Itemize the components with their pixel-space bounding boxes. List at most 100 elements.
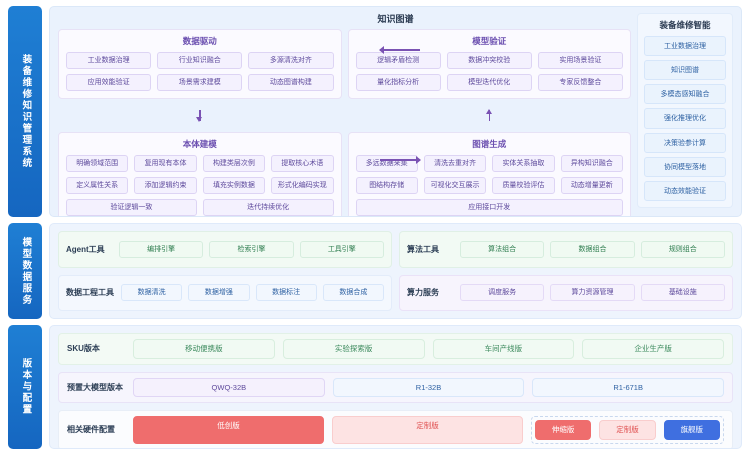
row-label: 预置大模型版本 <box>67 382 123 392</box>
group-label: Agent工具 <box>66 244 105 254</box>
chip[interactable]: 实用场景验证 <box>537 52 624 69</box>
panel-data-driven: 数据驱动 工业数据治理 行业知识融合 多源清洗对齐 应用效能验证 场景需求建模 <box>58 29 342 99</box>
list-item[interactable]: 动态效能验证 <box>644 180 726 201</box>
chip[interactable]: 专家反馈整合 <box>537 74 624 91</box>
band-tab-model-data-services[interactable]: 模型数据服务 <box>8 223 42 319</box>
list-item[interactable]: 知识图谱 <box>644 60 726 81</box>
service-item[interactable]: 数据增强 <box>188 284 250 302</box>
group-algorithm-tools: 算法工具 算法组合 数据组合 规则组合 <box>399 231 733 268</box>
panel-model-validation: 模型验证 逻辑矛盾检测 数据冲突校验 实用场景验证 量化指标分析 模型迭代优化 <box>347 29 631 99</box>
services-row-bottom: 数据工程工具 数据清洗 数据增强 数据标注 数据合成 算力服务 调度服务 算力资… <box>58 274 733 311</box>
service-item[interactable]: 调度服务 <box>460 284 545 302</box>
version-config-body: SKU版本 移动便携版 实验探索版 车间产线版 企业生产版 预置大模型版本 QW… <box>49 325 742 449</box>
chip[interactable]: 迭代持续优化 <box>202 199 334 216</box>
chip[interactable]: 可视化交互展示 <box>423 177 487 194</box>
panel-equipment-intelligence: 装备维修智能 工业数据治理 知识图谱 多模态感知融合 强化推理优化 决策验参计算… <box>637 13 733 208</box>
hardware-option[interactable]: 定制版 <box>332 416 523 444</box>
service-item[interactable]: 数据合成 <box>322 284 384 302</box>
service-item[interactable]: 数据清洗 <box>121 284 183 302</box>
chip[interactable]: 质量校验评估 <box>492 177 555 194</box>
group-data-engineering-tools: 数据工程工具 数据清洗 数据增强 数据标注 数据合成 <box>58 274 392 311</box>
chip[interactable]: 添加逻辑约束 <box>134 177 197 194</box>
arrow-up-right <box>348 109 632 121</box>
panel-graph-generation: 图谱生成 多远数据采集 清洗去重对齐 实体关系抽取 异构知识融合 图结构存储 <box>347 132 631 216</box>
service-item[interactable]: 数据标注 <box>255 284 317 302</box>
list-item[interactable]: 协同模型落地 <box>644 156 726 177</box>
panel-title-model-validation: 模型验证 <box>472 36 507 46</box>
chip[interactable]: 逻辑矛盾检测 <box>355 52 441 69</box>
chip[interactable]: 模型迭代优化 <box>446 74 532 91</box>
chip[interactable]: 多远数据采集 <box>355 155 418 172</box>
service-item[interactable]: 算力资源管理 <box>550 284 635 302</box>
group-compute-services: 算力服务 调度服务 算力资源管理 基础设施 <box>399 274 733 311</box>
hardware-option[interactable]: 定制版 <box>599 420 656 440</box>
hardware-option[interactable]: 低创版 <box>133 416 324 444</box>
chip[interactable]: 应用效能验证 <box>66 74 152 91</box>
chip[interactable]: 构建类层次例 <box>202 155 266 172</box>
service-item[interactable]: 数据组合 <box>550 240 635 258</box>
chip[interactable]: 场景需求建模 <box>157 74 243 91</box>
list-item[interactable]: 工业数据治理 <box>644 36 726 57</box>
arrow-left-top <box>379 46 420 53</box>
chip[interactable]: 实体关系抽取 <box>492 155 555 172</box>
chip[interactable]: 行业知识融合 <box>157 52 243 69</box>
model-data-services-body: Agent工具 编排引擎 检索引擎 工具引擎 算法工具 算法组合 数据组合 规则… <box>49 223 742 319</box>
chip[interactable]: 提取核心术语 <box>271 155 334 172</box>
panel-ontology: 本体建模 明确领域范围 复用现有本体 构建类层次例 提取核心术语 定义属性关系 <box>58 132 342 216</box>
service-item[interactable]: 基础设施 <box>640 284 725 302</box>
service-item[interactable]: 规则组合 <box>640 240 725 258</box>
panel-title-equipment-intelligence: 装备维修智能 <box>659 20 711 30</box>
band-tab-version-config[interactable]: 版本与配置 <box>8 325 42 449</box>
group-label: 算法工具 <box>407 244 439 254</box>
sku-option[interactable]: 企业生产版 <box>582 339 724 359</box>
band-knowledge-graph: 装备维修知识管理系统 知识图谱 数据驱动 工业数据治理 行业知识融合 <box>8 6 742 217</box>
sku-option[interactable]: 实验探索版 <box>282 339 425 359</box>
service-item[interactable]: 算法组合 <box>460 240 545 258</box>
knowledge-graph-grid: 数据驱动 工业数据治理 行业知识融合 多源清洗对齐 应用效能验证 场景需求建模 <box>58 29 631 216</box>
service-item[interactable]: 工具引擎 <box>299 240 384 258</box>
chip[interactable]: 形式化编码实现 <box>271 177 334 194</box>
chip[interactable]: 量化指标分析 <box>355 74 441 91</box>
arrow-down-left <box>58 110 342 122</box>
model-option[interactable]: R1-32B <box>332 377 525 397</box>
services-row-top: Agent工具 编排引擎 检索引擎 工具引擎 算法工具 算法组合 数据组合 规则… <box>58 231 733 268</box>
service-item[interactable]: 编排引擎 <box>119 240 204 258</box>
chip[interactable]: 图结构存储 <box>355 177 418 194</box>
chip[interactable]: 动态图谱构建 <box>248 74 334 91</box>
knowledge-graph-title: 知识图谱 <box>377 14 414 24</box>
chip[interactable]: 明确领域范围 <box>66 155 129 172</box>
hardware-option[interactable]: 旗舰版 <box>663 420 720 440</box>
chip[interactable]: 清洗去重对齐 <box>423 155 487 172</box>
service-item[interactable]: 检索引擎 <box>209 240 294 258</box>
row-sku-version: SKU版本 移动便携版 实验探索版 车间产线版 企业生产版 <box>58 333 733 365</box>
hardware-option[interactable]: 伸缩版 <box>535 420 592 440</box>
group-agent-tools: Agent工具 编排引擎 检索引擎 工具引擎 <box>58 231 392 268</box>
chip[interactable]: 应用接口开发 <box>355 199 623 216</box>
chip[interactable]: 多源清洗对齐 <box>248 52 334 69</box>
chip[interactable]: 复用现有本体 <box>134 155 197 172</box>
hardware-option-group-highlighted: 伸缩版 定制版 旗舰版 <box>531 416 724 444</box>
model-option[interactable]: QWQ-32B <box>133 377 325 397</box>
chip[interactable]: 动态增量更新 <box>560 177 623 194</box>
sku-option[interactable]: 车间产线版 <box>432 339 575 359</box>
row-preset-model-version: 预置大模型版本 QWQ-32B R1-32B R1-671B <box>58 371 733 403</box>
chip[interactable]: 异构知识融合 <box>560 155 623 172</box>
chip[interactable]: 验证逻辑一致 <box>66 199 197 216</box>
list-item[interactable]: 强化推理优化 <box>644 108 726 129</box>
list-item[interactable]: 决策验参计算 <box>644 132 726 153</box>
chip[interactable]: 定义属性关系 <box>66 177 129 194</box>
model-option[interactable]: R1-671B <box>532 377 725 397</box>
column-left: 数据驱动 工业数据治理 行业知识融合 多源清洗对齐 应用效能验证 场景需求建模 <box>58 29 342 216</box>
list-item[interactable]: 多模态感知融合 <box>644 84 726 105</box>
panel-title-data-driven: 数据驱动 <box>182 36 217 46</box>
column-right: 模型验证 逻辑矛盾检测 数据冲突校验 实用场景验证 量化指标分析 模型迭代优化 <box>347 29 632 216</box>
chip[interactable]: 数据冲突校验 <box>446 52 532 69</box>
sku-option[interactable]: 移动便携版 <box>133 339 275 359</box>
group-label: 数据工程工具 <box>66 288 114 298</box>
chip[interactable]: 填充实例数据 <box>202 177 266 194</box>
chip[interactable]: 工业数据治理 <box>66 52 152 69</box>
row-label: 相关硬件配置 <box>67 425 115 435</box>
band-tab-knowledge-graph[interactable]: 装备维修知识管理系统 <box>8 6 42 217</box>
band-model-data-services: 模型数据服务 Agent工具 编排引擎 检索引擎 工具引擎 算法工具 算法组合 … <box>8 223 742 319</box>
